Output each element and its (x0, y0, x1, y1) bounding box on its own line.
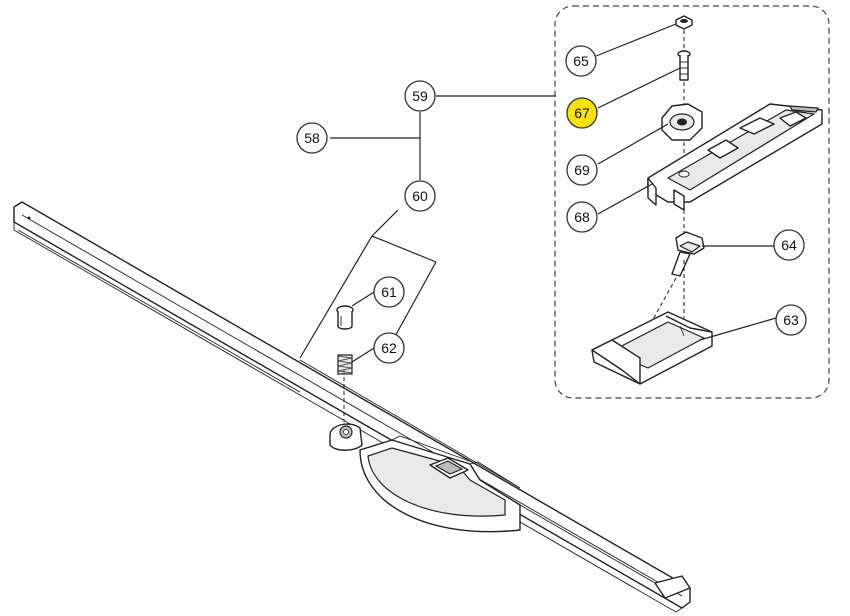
svg-text:59: 59 (412, 88, 428, 104)
part-67-bolt (677, 50, 691, 81)
callout-62: 62 (373, 332, 405, 364)
part-65-nut (675, 15, 693, 30)
svg-text:67: 67 (574, 105, 590, 121)
part-62-spring (337, 354, 353, 375)
svg-text:61: 61 (381, 284, 397, 300)
callout-63: 63 (775, 304, 807, 336)
miter-fence-assembly (13, 201, 691, 613)
callout-68: 68 (566, 201, 598, 233)
callout-67: 67 (566, 97, 598, 129)
callout-61: 61 (373, 276, 405, 308)
part-64-thumb-screw (671, 231, 705, 277)
svg-text:68: 68 (574, 209, 590, 225)
svg-text:69: 69 (574, 162, 590, 178)
callout-65: 65 (565, 45, 597, 77)
svg-text:65: 65 (573, 53, 589, 69)
part-61-screw (336, 305, 354, 330)
svg-text:58: 58 (304, 130, 320, 146)
callout-64: 64 (773, 229, 805, 261)
callout-59: 59 (404, 80, 436, 112)
part-68-bracket (647, 103, 823, 211)
detail-inset-frame (554, 5, 830, 399)
part-63-slide-plate (591, 311, 713, 385)
svg-text:63: 63 (783, 312, 799, 328)
callout-69: 69 (566, 154, 598, 186)
svg-text:62: 62 (381, 340, 397, 356)
part-69-star-knob (661, 103, 703, 141)
callout-58: 58 (296, 122, 328, 154)
svg-text:60: 60 (412, 188, 428, 204)
callout-60: 60 (404, 180, 436, 212)
leader-lines (299, 23, 777, 363)
svg-text:64: 64 (781, 237, 797, 253)
